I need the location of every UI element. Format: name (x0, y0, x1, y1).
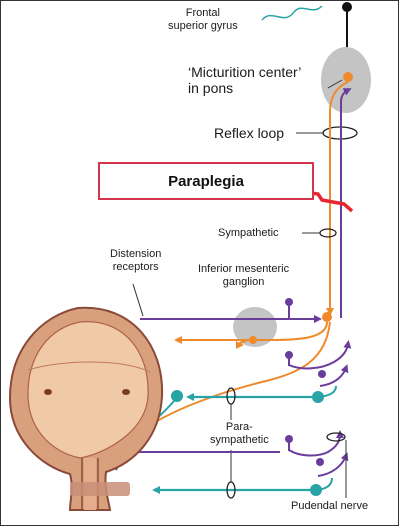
purple-loop-1-bulb (285, 351, 293, 359)
label-micturition-center: ‘Micturition center’in pons (188, 64, 301, 96)
orange-descending-pons (330, 82, 348, 312)
purple-loop-3 (289, 434, 340, 456)
label-parasympathetic: Para-sympathetic (210, 421, 269, 446)
frontal-gyrus-squiggle (262, 6, 322, 20)
ureteric-orifice-right (122, 389, 130, 395)
label-sympathetic: Sympathetic (218, 227, 279, 240)
purple-distension-bulb (285, 298, 293, 306)
label-pudendal-nerve: Pudendal nerve (291, 500, 368, 513)
pons-neuron (343, 72, 353, 82)
purple-loop-2-bulb (318, 370, 326, 378)
sympathetic-ring (320, 229, 336, 237)
spinal-neuron-upper (322, 312, 332, 322)
label-reflex-loop: Reflex loop (214, 125, 284, 141)
purple-loop-4-bulb (316, 458, 324, 466)
label-pointer-distension (133, 284, 143, 316)
purple-loop-3-bulb (285, 435, 293, 443)
paraplegia-box: Paraplegia (98, 162, 314, 200)
urogenital-diaphragm (70, 482, 130, 496)
teal-ganglion-neuron-1 (171, 390, 183, 402)
pudendal-ring (327, 433, 345, 441)
ureteric-orifice-left (44, 389, 52, 395)
purple-loop-1 (289, 344, 348, 368)
purple-urethral-afferent (116, 452, 280, 470)
ganglion-neuron (249, 336, 257, 344)
